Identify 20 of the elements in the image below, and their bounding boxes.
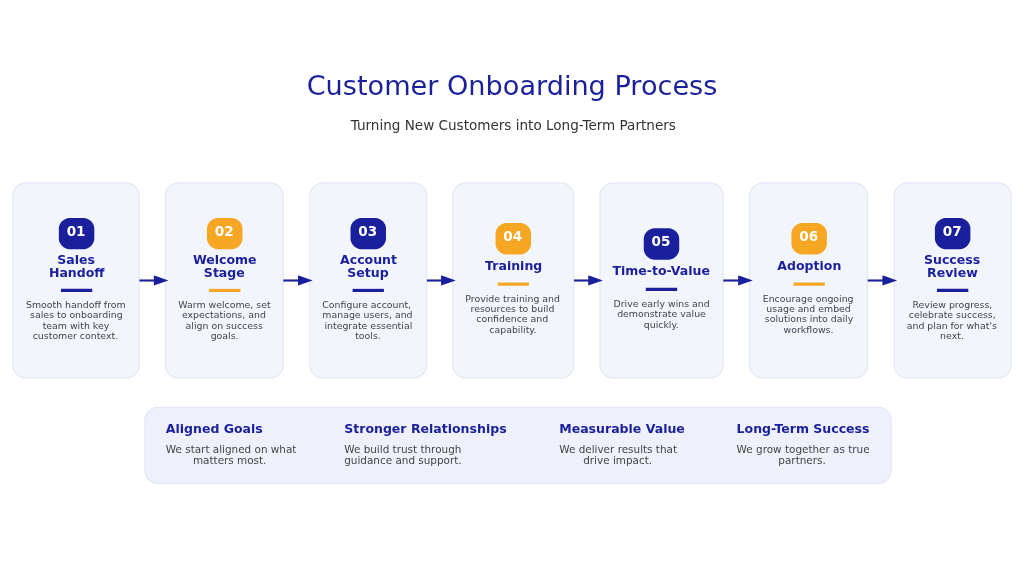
node-text: Measurable Value We deliver results that drive impact. xyxy=(559,421,685,467)
node-box: 05 Time-to-Value Drive early wins and demonstrate value quickly. xyxy=(599,182,724,379)
arrow xyxy=(139,275,169,286)
node-text: Stronger Relationships We build trust through guidance and support. xyxy=(344,421,507,467)
node-text: Long-Term Success We grow together as true partners. xyxy=(736,421,870,467)
node-box: 01 Sales Handoff Smooth handoff from sales to onboarding team with key customer context. xyxy=(12,182,140,379)
cluster xyxy=(144,406,892,484)
arrow xyxy=(574,275,603,286)
arrow xyxy=(723,275,753,286)
label: Turning New Customers into Long-Term Partners xyxy=(350,117,676,134)
node-box: 02 Welcome Stage Warm welcome, set expectations, and align on success goals. xyxy=(164,182,284,379)
node-box: 07 Success Review Review progress, celebrate success, and plan for what's next. xyxy=(893,182,1012,379)
node-box: 04 Training Provide training and resources to build confidence and capability. xyxy=(452,182,575,379)
arrow xyxy=(283,275,313,286)
node-box: 03 Account Setup Configure account, manage users, and integrate essential tools. xyxy=(309,182,428,379)
node-text: Aligned Goals We start aligned on what matters most. xyxy=(165,421,297,467)
arrow xyxy=(867,275,898,286)
diagram-title: Customer Onboarding Process xyxy=(306,70,718,102)
node-box: 06 Adoption Encourage ongoing usage and embed solutions into daily workflows. xyxy=(749,182,869,379)
arrow xyxy=(426,275,456,286)
